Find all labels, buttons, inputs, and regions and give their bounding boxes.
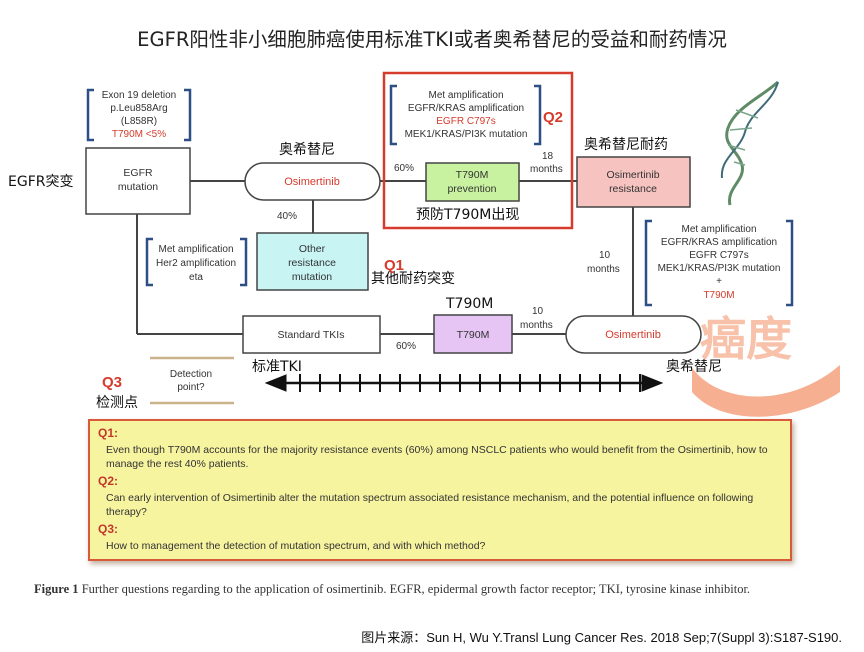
standard-tkis-box: Standard TKIs [242, 315, 381, 354]
q3-heading: Q3: [98, 522, 119, 536]
pct-40: 40% [277, 211, 297, 222]
exon19-line1: Exon 19 deletion [102, 90, 177, 101]
image-source: 图片来源：Sun H, Wu Y.Transl Lung Cancer Res.… [361, 627, 842, 646]
label-aoxi-bottom: 奥希替尼 [666, 358, 722, 375]
detection-bars [150, 356, 234, 405]
label-jiancedian: 检测点 [96, 395, 138, 411]
figure-caption-text: Further questions regarding to the appli… [81, 582, 751, 596]
label-t790m: T790M [445, 296, 493, 312]
right-line2: EGFR/KRAS amplification [661, 237, 777, 248]
right-bracket-text: Met amplification EGFR/KRAS amplificatio… [658, 224, 781, 301]
exon19-line2: p.Leu858Arg [110, 103, 167, 114]
q2-highlight-box [382, 71, 574, 230]
osimertinib-resistance-box: Osimertinib resistance [576, 156, 691, 208]
top-center-bracket-text: Met amplification EGFR/KRAS amplificatio… [405, 90, 528, 140]
months-10-right-unit: months [587, 264, 620, 275]
other-resistance-box: Other resistance mutation [256, 232, 369, 291]
exon19-line4: T790M <5% [112, 129, 166, 140]
other-resistance-line1: Other [299, 243, 326, 255]
figure-caption: Figure 1 Further questions regarding to … [34, 580, 834, 598]
months-10-bottom-num: 10 [532, 306, 544, 317]
osimertinib-bottom-pill: Osimertinib [565, 315, 702, 354]
source-text: Sun H, Wu Y.Transl Lung Cancer Res. 2018… [426, 630, 842, 645]
top-center-line2: EGFR/KRAS amplification [408, 103, 524, 114]
detection-line1: Detection [170, 369, 212, 380]
dna-helix-icon [720, 80, 779, 206]
q3-label: Q3 [102, 374, 122, 391]
months-18-num: 18 [542, 151, 554, 162]
t790m-bottom-text: T790M [457, 329, 490, 341]
q-labels: Q2 Q1 Q3 [102, 109, 563, 391]
met-left-line2: Her2 amplification [156, 258, 236, 269]
met-left-line3: eta [189, 272, 203, 283]
egfr-mutation-line1: EGFR [123, 167, 153, 179]
exon19-bracket-text: Exon 19 deletion p.Leu858Arg (L858R) T79… [102, 90, 177, 140]
q1-heading: Q1: [98, 426, 119, 440]
osimertinib-top-pill: Osimertinib [244, 162, 381, 201]
right-line1: Met amplification [681, 224, 756, 235]
pct-60-top: 60% [394, 163, 414, 174]
t790m-prevention-line1: T790M [456, 169, 489, 181]
detection-line2: point? [177, 382, 205, 393]
t790m-prevention-line2: prevention [447, 183, 496, 195]
detection-point-text: Detection point? [170, 369, 212, 393]
other-resistance-line2: resistance [288, 257, 336, 269]
label-egfr-tubian: EGFR突变 [8, 174, 73, 190]
q2-label: Q2 [543, 109, 563, 126]
page-title: EGFR阳性非小细胞肺癌使用标准TKI或者奥希替尼的受益和耐药情况 [137, 28, 727, 51]
osimertinib-bottom-text: Osimertinib [605, 329, 661, 341]
q3-text: How to management the detection of mutat… [106, 540, 486, 552]
exon19-line3: (L858R) [121, 116, 157, 127]
standard-tkis-text: Standard TKIs [278, 329, 345, 341]
chinese-labels: EGFR突变 奥希替尼 奥希替尼耐药 预防T790M出现 其他耐药突变 T790… [8, 136, 722, 411]
blue-brackets [86, 84, 794, 307]
met-left-bracket-text: Met amplification Her2 amplification eta [156, 244, 236, 283]
figure-label: Figure 1 [34, 582, 79, 596]
right-line4: MEK1/KRAS/PI3K mutation [658, 263, 781, 274]
q1-label: Q1 [384, 257, 404, 274]
egfr-mutation-line2: mutation [118, 181, 158, 193]
q2-heading: Q2: [98, 474, 119, 488]
q1-text: Even though T790M accounts for the major… [106, 444, 768, 470]
flow-annotations: 60% 40% 60% 18 months 10 months 10 month… [277, 151, 620, 352]
source-prefix: 图片来源： [361, 631, 427, 646]
other-resistance-line3: mutation [292, 271, 332, 283]
top-center-line4: MEK1/KRAS/PI3K mutation [405, 129, 528, 140]
label-aoxi-top: 奥希替尼 [279, 141, 335, 158]
osimertinib-resistance-line1: Osimertinib [606, 169, 659, 181]
t790m-bottom-box: T790M [433, 314, 513, 354]
osimertinib-top-text: Osimertinib [284, 176, 340, 188]
label-qita: 其他耐药突变 [371, 271, 455, 287]
t790m-prevention-box: T790M prevention [425, 162, 520, 202]
top-center-line3: EGFR C797s [436, 116, 495, 127]
osimertinib-resistance-line2: resistance [609, 183, 657, 195]
timeline-arrow [264, 374, 664, 392]
months-18-unit: months [530, 164, 563, 175]
q2-text: Can early intervention of Osimertinib al… [106, 492, 754, 518]
right-line6: T790M [703, 290, 734, 301]
label-aoxi-naiyao: 奥希替尼耐药 [584, 136, 668, 153]
questions-box: Q1: Even though T790M accounts for the m… [88, 419, 792, 561]
watermark-logo: 癌度 [692, 312, 840, 417]
right-line5: + [716, 276, 722, 287]
months-10-bottom-unit: months [520, 320, 553, 331]
months-10-right-num: 10 [599, 250, 611, 261]
egfr-mutation-box: EGFR mutation [85, 147, 191, 215]
label-yufang: 预防T790M出现 [416, 207, 519, 223]
connector-lines [136, 180, 634, 335]
label-biaozhun: 标准TKI [252, 359, 302, 375]
right-line3: EGFR C797s [689, 250, 748, 261]
watermark-text: 癌度 [700, 312, 792, 366]
top-center-line1: Met amplification [428, 90, 503, 101]
pct-60-bottom: 60% [396, 341, 416, 352]
met-left-line1: Met amplification [158, 244, 233, 255]
